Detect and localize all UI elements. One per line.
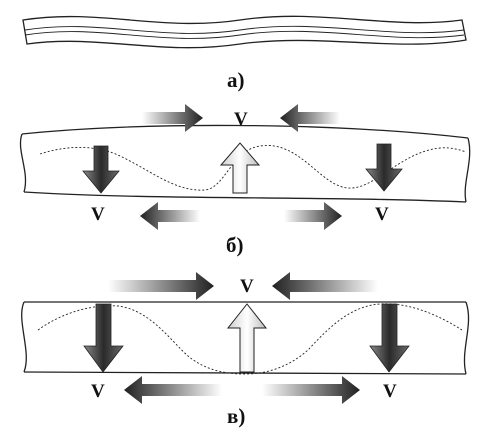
velocity-label-c-left: V xyxy=(91,381,105,402)
arrow-c-down-left xyxy=(83,303,124,373)
panel-b xyxy=(19,124,471,203)
arrow-b-down-left xyxy=(82,145,120,194)
band-b-bottom-edge xyxy=(23,191,467,203)
band-b-top-edge xyxy=(21,124,469,139)
arrow-b-top-right xyxy=(142,104,203,132)
velocity-label-b-top: V xyxy=(234,109,248,130)
band-c-wave-profile xyxy=(37,303,463,375)
velocity-label-c-right: V xyxy=(383,381,397,402)
arrow-c-down-right xyxy=(369,303,410,373)
arrow-b-top-left xyxy=(280,104,340,132)
panel-label-c: в) xyxy=(227,404,245,428)
velocity-label-b-right: V xyxy=(375,204,389,225)
velocity-label-b-left: V xyxy=(91,204,105,225)
band-b-right-edge xyxy=(464,137,471,203)
arrow-c-top-left xyxy=(272,272,378,300)
arrow-b-bottom-right xyxy=(284,202,342,230)
arrow-c-up-center xyxy=(226,303,268,373)
band-c-left-edge xyxy=(21,301,27,373)
arrow-c-bottom-right xyxy=(262,376,360,404)
panel-label-b: б) xyxy=(226,233,244,257)
panel-label-a: а) xyxy=(227,68,245,92)
band-c-right-edge xyxy=(463,301,470,375)
panel-a xyxy=(22,15,467,49)
arrow-c-bottom-left xyxy=(124,376,222,404)
arrow-b-down-right xyxy=(365,143,403,192)
rod-a-midline-1 xyxy=(24,25,465,34)
arrow-b-up-center xyxy=(219,142,261,194)
band-c-bottom-edge xyxy=(23,371,467,375)
arrow-c-top-right xyxy=(108,272,214,300)
arrow-b-bottom-left xyxy=(140,202,200,230)
velocity-label-c-top: V xyxy=(240,276,254,297)
rod-a-midline-2 xyxy=(24,30,465,39)
rod-a-outline xyxy=(22,15,467,49)
band-b-wave-profile xyxy=(39,145,467,191)
panel-c xyxy=(21,301,470,375)
band-b-left-edge xyxy=(19,133,27,193)
